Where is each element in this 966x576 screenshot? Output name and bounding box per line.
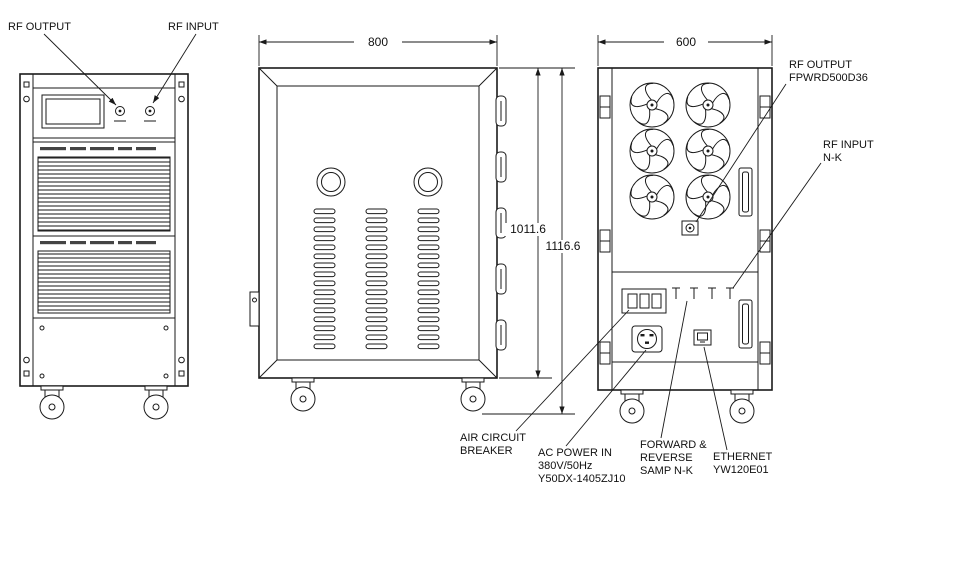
- side-vent-slot-columns: [312, 207, 442, 351]
- ethernet-label-1: ETHERNET: [713, 451, 773, 463]
- ac-power-leader: [565, 349, 647, 447]
- module-1-label-marks: [40, 147, 156, 151]
- front-caster-right: [143, 385, 169, 420]
- rear-lower-slot-handle: [738, 299, 753, 349]
- module-2-label-marks: [40, 241, 156, 245]
- rear-rf-input-label-1: RF INPUT: [823, 139, 874, 151]
- ac-power-inlet: [631, 325, 663, 353]
- side-door-latch: [249, 291, 260, 327]
- front-amp-module-2: [32, 235, 176, 319]
- dim-1116-value: 1116.6: [546, 239, 581, 253]
- front-caster-left: [39, 385, 65, 420]
- ac-power-label-1: AC POWER IN: [538, 447, 612, 459]
- rear-hinges: [599, 95, 771, 365]
- ac-power-label-2: 380V/50Hz: [538, 460, 592, 472]
- air-breaker-leader: [515, 309, 630, 432]
- front-callouts: RF OUTPUT RF INPUT: [8, 21, 219, 106]
- rear-rf-input-label-2: N-K: [823, 152, 843, 164]
- front-view: [19, 73, 189, 420]
- ethernet-label-2: YW120E01: [713, 464, 769, 476]
- dim-side-width: 800: [258, 35, 498, 66]
- front-bottom-panel: [32, 317, 176, 387]
- rear-rf-output-label-1: RF OUTPUT: [789, 59, 852, 71]
- front-rf-input-leader: [152, 33, 197, 104]
- air-breaker-label-2: BREAKER: [460, 445, 513, 457]
- front-rf-output-connector: [115, 106, 125, 116]
- rear-view: [597, 67, 773, 424]
- front-display: [41, 94, 105, 129]
- forward-reverse-label-1: FORWARD &: [640, 439, 707, 451]
- front-vent-grille-2: [37, 250, 171, 314]
- forward-reverse-label-2: REVERSE: [640, 452, 693, 464]
- front-vent-grille-1: [37, 156, 171, 232]
- front-rf-output-leader: [43, 33, 117, 106]
- ethernet-port: [693, 329, 712, 346]
- forward-reverse-leader: [660, 300, 688, 439]
- front-rf-input-connector: [145, 106, 155, 116]
- side-view: [249, 67, 507, 412]
- rear-caster-left: [619, 389, 645, 424]
- rear-upper-slot-handle: [738, 167, 753, 217]
- dim-rear-width: 600: [597, 35, 773, 66]
- rear-rf-output-label-2: FPWRD500D36: [789, 72, 868, 84]
- front-amp-module-1: [32, 141, 176, 237]
- side-handles: [316, 167, 443, 197]
- ac-power-label-3: Y50DX-1405ZJ10: [538, 473, 625, 485]
- ethernet-leader: [703, 346, 728, 451]
- rear-caster-right: [729, 389, 755, 424]
- front-bottom-screws: [39, 325, 169, 379]
- air-breaker-label-1: AIR CIRCUIT: [460, 432, 526, 444]
- front-top-module: [32, 87, 176, 139]
- dim-heights: 1011.6 1116.6: [482, 67, 586, 415]
- rear-rf-output-connector: [681, 220, 699, 236]
- front-rf-input-label: RF INPUT: [168, 21, 219, 33]
- rear-cabinet-outline: [597, 67, 773, 391]
- side-caster-left: [290, 377, 316, 412]
- front-rf-output-label: RF OUTPUT: [8, 21, 71, 33]
- air-circuit-breaker: [621, 288, 667, 314]
- rear-callouts: RF OUTPUT FPWRD500D36 RF INPUT N-K AIR C…: [460, 59, 874, 485]
- rear-rf-output-leader: [695, 83, 787, 223]
- side-door-panel: [276, 85, 480, 361]
- front-flange-holes: [23, 81, 185, 377]
- side-door-hinges: [495, 95, 507, 351]
- rear-sample-connectors: [672, 287, 734, 299]
- dim-600-value: 600: [676, 35, 696, 49]
- rear-rf-input-leader: [732, 162, 822, 289]
- dim-1011-value: 1011.6: [510, 222, 546, 236]
- forward-reverse-label-3: SAMP N-K: [640, 465, 694, 477]
- side-caster-right: [460, 377, 486, 412]
- dim-800-value: 800: [368, 35, 388, 49]
